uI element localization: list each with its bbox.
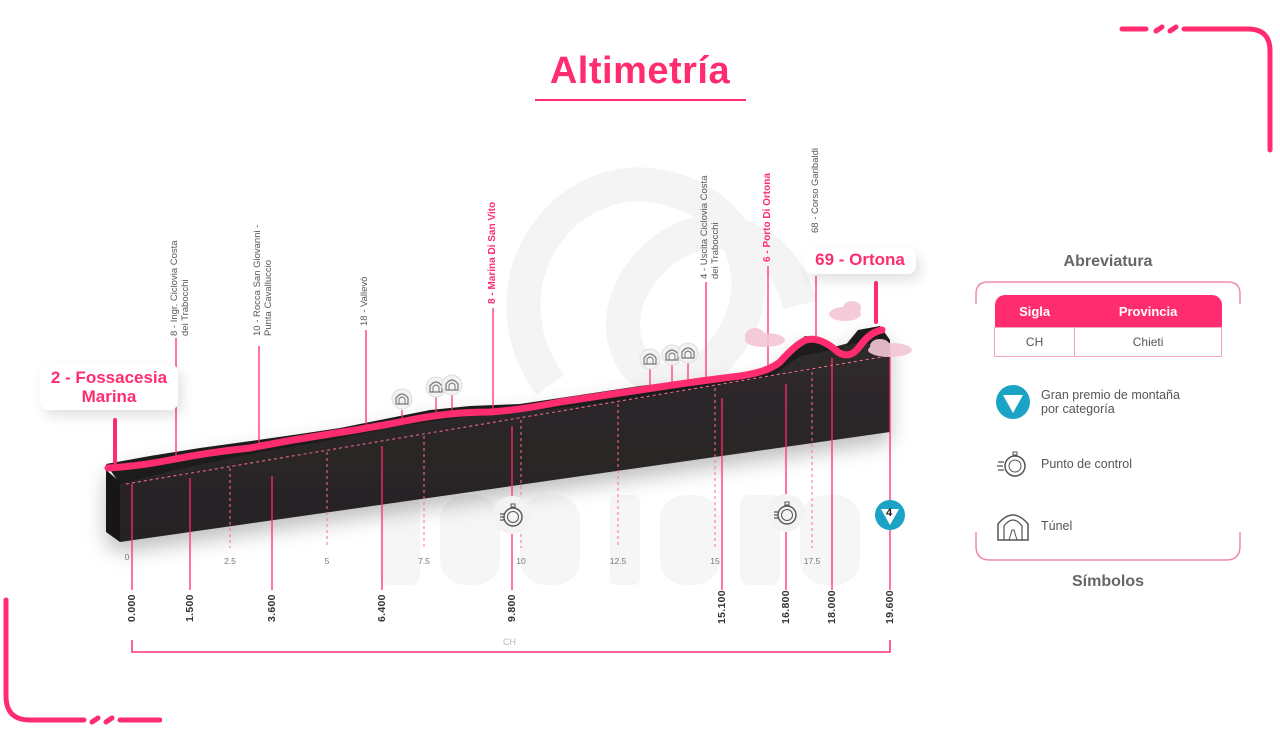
km-tick: 15 <box>710 556 720 566</box>
waypoint-label: 8 - Ingr. Ciclovia Costa dei Trabocchi <box>169 240 191 336</box>
legend-symbol-checkpoint: Punto de control <box>995 446 1132 482</box>
distance-label: 0.000 <box>126 594 138 622</box>
km-tick: 0 <box>124 552 130 562</box>
table-header-provincia: Provincia <box>1074 295 1222 328</box>
profile-slab <box>106 326 890 542</box>
gpm-triangle-icon <box>875 500 905 530</box>
corner-decoration-bottom-left <box>3 597 162 725</box>
km-tick: 5 <box>324 556 330 566</box>
start-location-label: 2 - Fossacesia Marina <box>40 364 178 410</box>
road-ribbon <box>104 326 886 472</box>
legend-frame <box>975 281 1241 561</box>
table-row: CH Chieti <box>993 327 1222 357</box>
km-tick: 2.5 <box>224 556 236 566</box>
legend-abbreviation-title: Abreviatura <box>1063 253 1153 270</box>
distance-label: 9.800 <box>506 594 518 622</box>
distance-label: 16.800 <box>780 590 792 624</box>
table-cell-sigla: CH <box>993 327 1076 357</box>
tunnel-icon <box>391 388 413 410</box>
stopwatch-icon <box>493 496 531 534</box>
distance-label: 18.000 <box>826 590 838 624</box>
legend-symbol-tunnel: Túnel <box>995 508 1072 544</box>
table-header-sigla: Sigla <box>994 295 1075 328</box>
stopwatch-icon <box>767 494 805 532</box>
province-bracket-label: CH <box>503 637 516 647</box>
watermark-logo <box>380 167 860 585</box>
start-label-line1: 2 - Fossacesia <box>50 368 168 387</box>
legend-symbol-label: Punto de control <box>1041 457 1133 471</box>
title-underline <box>535 99 746 101</box>
distance-label: 3.600 <box>266 594 278 622</box>
distance-label: 19.600 <box>884 590 896 624</box>
km-tick: 10 <box>516 556 526 566</box>
table-cell-provincia: Chieti <box>1074 327 1222 357</box>
start-label-line2: Marina <box>81 387 137 406</box>
gpm-category-badge: 4 <box>874 499 906 531</box>
waypoint-label: 68 - Corso Garibaldi <box>810 147 821 233</box>
finish-location-label: 69 - Ortona <box>804 248 916 274</box>
tunnel-icon <box>661 344 683 366</box>
waypoint-label: 18 - Vallevò <box>359 276 370 326</box>
gpm-category: 4 <box>886 507 893 519</box>
abbreviation-table: Sigla Provincia CH Chieti <box>993 295 1222 357</box>
distance-label: 15.100 <box>716 590 728 624</box>
km-tick: 12.5 <box>609 556 627 566</box>
tunnel-icon <box>997 514 1029 541</box>
distance-label: 6.400 <box>376 594 388 622</box>
waypoint-label: 10 - Rocca San Giovanni - Punta Cavalluc… <box>252 224 274 336</box>
waypoint-label-highlight: 6 - Porto Di Ortona <box>762 173 773 262</box>
tunnel-icon <box>441 374 463 396</box>
legend-symbols-title: Símbolos <box>1071 573 1144 590</box>
legend-symbol-label: Túnel <box>1041 519 1073 533</box>
stopwatch-icon <box>997 451 1026 477</box>
legend-symbol-label: Gran premio de montaña por categoría <box>1041 388 1180 416</box>
page-title: Altimetría <box>549 50 731 92</box>
km-tick: 17.5 <box>803 556 821 566</box>
gpm-triangle-icon <box>996 385 1030 419</box>
tunnel-icon <box>677 342 699 364</box>
distance-label: 1.500 <box>184 594 196 622</box>
waypoint-label: 4 - Uscita Ciclovia Costa dei Trabocchi <box>699 175 721 279</box>
corner-decoration-top-right <box>1119 24 1273 153</box>
km-tick: 7.5 <box>418 556 430 566</box>
waypoint-label-highlight: 8 - Marina Di San Vito <box>487 201 498 304</box>
legend-symbol-gpm: Gran premio de montaña por categoría <box>995 384 1180 420</box>
tunnel-icon <box>639 348 661 370</box>
